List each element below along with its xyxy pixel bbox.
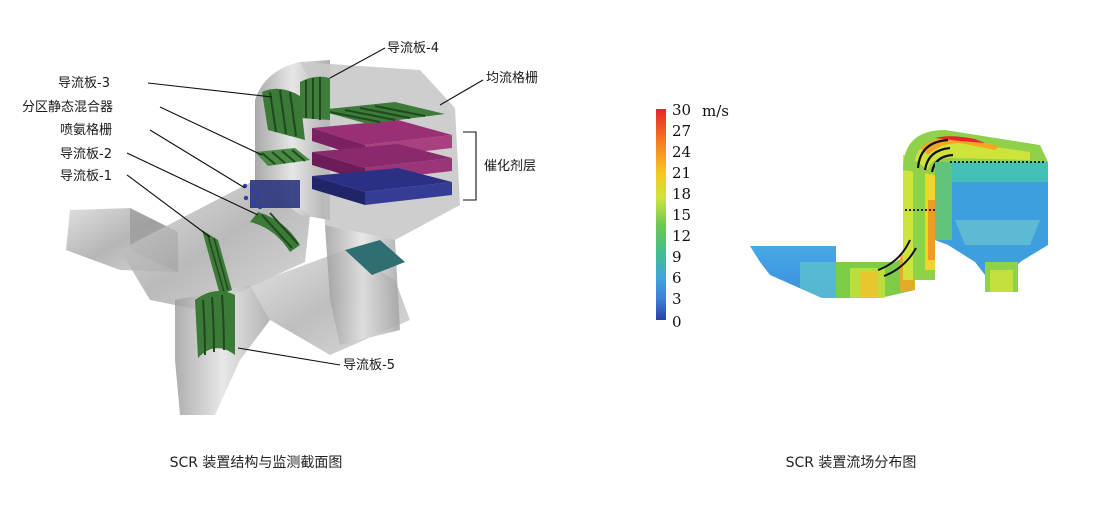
flow-contour <box>750 130 1048 298</box>
color-scale-bar <box>656 109 666 320</box>
scale-labels: 30 27 24 21 18 15 12 9 6 3 0 <box>672 101 691 331</box>
guide-plate-4 <box>300 77 330 120</box>
scale-label: 6 <box>672 269 682 287</box>
scale-label: 30 <box>672 101 691 119</box>
scale-label: 12 <box>672 227 691 245</box>
label-guide-plate-5: 导流板-5 <box>343 358 395 373</box>
label-flow-grille: 均流格栅 <box>486 70 538 86</box>
scale-label: 9 <box>672 248 682 266</box>
label-guide-plate-3: 导流板-3 <box>58 76 110 91</box>
scale-label: 0 <box>672 313 682 331</box>
flow-field-figure: m/s 30 27 24 21 18 15 12 9 6 3 0 <box>656 101 1048 471</box>
scale-unit: m/s <box>702 102 729 120</box>
label-guide-plate-4: 导流板-4 <box>387 41 439 56</box>
scale-label: 18 <box>672 185 691 203</box>
scale-label: 3 <box>672 290 682 308</box>
caption-right: SCR 装置流场分布图 <box>786 455 917 471</box>
label-catalyst-layer: 催化剂层 <box>484 159 536 174</box>
reactor-hopper <box>325 225 400 345</box>
scr-structure-diagram: 导流板-4 导流板-3 均流格栅 分区静态混合器 喷氨格栅 导流板-2 导流板-… <box>22 41 538 471</box>
label-ammonia-grid: 喷氨格栅 <box>60 122 112 138</box>
label-static-mixer: 分区静态混合器 <box>22 100 113 115</box>
scale-label: 15 <box>672 206 691 224</box>
scale-label: 27 <box>672 122 691 140</box>
catalyst-layers <box>312 120 452 205</box>
scale-label: 24 <box>672 143 691 161</box>
label-guide-plate-2: 导流板-2 <box>60 147 112 162</box>
guide-plate-5 <box>195 291 235 358</box>
scale-label: 21 <box>672 164 691 182</box>
ammonia-injection-grid <box>243 180 300 209</box>
label-guide-plate-1: 导流板-1 <box>60 169 112 184</box>
caption-left: SCR 装置结构与监测截面图 <box>170 455 343 471</box>
